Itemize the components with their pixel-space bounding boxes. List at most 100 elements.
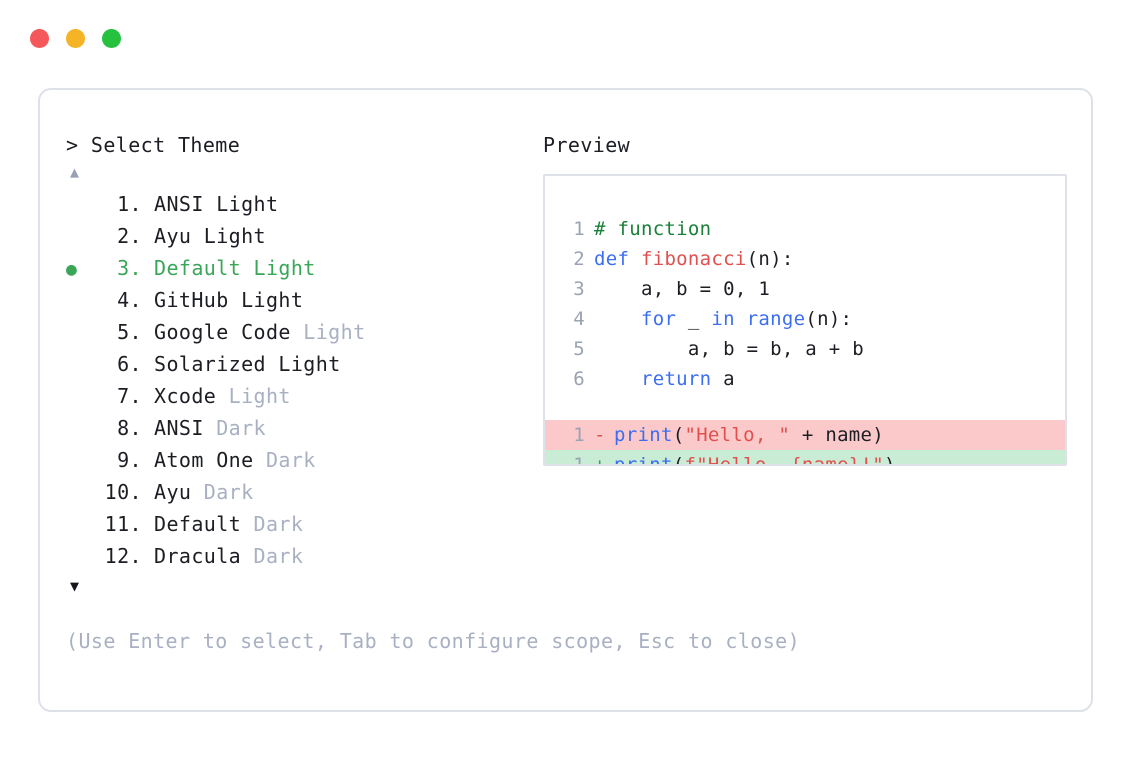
code-line-number: 6 [573, 368, 585, 390]
scroll-down-icon[interactable]: ▼ [70, 577, 80, 595]
diff-line-del: 1-print("Hello, " + name) [545, 420, 1065, 450]
code-token-plain: ) [884, 454, 896, 466]
code-token-plain: a, b = b, a + b [594, 338, 864, 360]
code-token-plain: + name) [790, 424, 885, 446]
code-line-number: 4 [573, 308, 585, 330]
code-line-content: a, b = b, a + b [594, 334, 864, 364]
code-token-func: fibonacci [640, 248, 747, 270]
close-window-icon[interactable] [30, 29, 49, 48]
preview-label: Preview [543, 133, 631, 157]
theme-list-item[interactable]: 10.Ayu Dark [66, 476, 546, 508]
theme-list-item[interactable]: 11. Default Dark [66, 508, 546, 540]
theme-item-name: GitHub Light [154, 288, 304, 312]
code-line-content: # function [594, 214, 711, 244]
code-line: 3 a, b = 0, 1 [563, 274, 1065, 304]
code-line-content: def fibonacci(n): [594, 244, 794, 274]
code-token-plain: _ [676, 308, 712, 330]
code-line: 5 a, b = b, a + b [563, 334, 1065, 364]
code-line-number: 2 [573, 248, 585, 270]
theme-item-variant: Light [203, 192, 279, 216]
theme-list-item[interactable]: 2.Ayu Light [66, 220, 546, 252]
theme-list-item[interactable]: 7.Xcode Light [66, 380, 546, 412]
code-line: 2 def fibonacci(n): [563, 244, 1065, 274]
theme-item-variant: Dark [241, 544, 304, 568]
code-token-plain: (n): [746, 248, 794, 270]
theme-item-name: Ayu Light [154, 224, 266, 248]
theme-list-item[interactable]: 6. Solarized Light [66, 348, 546, 380]
theme-item-number: 4. [117, 288, 142, 312]
code-token-plain: a, b = 0, 1 [594, 278, 771, 300]
diff-plus-icon: + [594, 454, 606, 466]
theme-item-variant: Light [228, 288, 304, 312]
code-line-content: for _ in range(n): [594, 304, 852, 334]
code-line-number: 3 [573, 278, 585, 300]
code-line-number: 5 [573, 338, 585, 360]
theme-item-name: Atom One Dark [154, 448, 316, 472]
maximize-window-icon[interactable] [102, 29, 121, 48]
code-line-content: a, b = 0, 1 [594, 274, 770, 304]
theme-item-name: ANSI Dark [154, 416, 266, 440]
diff-line-content: print("Hello, " + name) [614, 420, 884, 450]
theme-item-variant: Light [191, 224, 266, 248]
minimize-window-icon[interactable] [66, 29, 85, 48]
theme-item-number: 8. [117, 416, 142, 440]
diff-line-number: 1 [573, 424, 585, 446]
window-titlebar [30, 29, 121, 48]
code-token-plain [735, 308, 747, 330]
code-token-plain [594, 308, 641, 330]
keyboard-hint: (Use Enter to select, Tab to configure s… [66, 629, 801, 653]
code-token-builtin: print [614, 424, 673, 446]
theme-list-item[interactable]: 8. ANSI Dark [66, 412, 546, 444]
theme-item-number: 1. [117, 192, 142, 216]
theme-item-name: Default Dark [154, 512, 304, 536]
code-token-keyword: def [594, 248, 641, 270]
theme-list-item[interactable]: 5.Google Code Light [66, 316, 546, 348]
theme-item-variant: Light [290, 320, 366, 344]
theme-item-variant: Dark [253, 448, 316, 472]
theme-item-variant: Light [241, 256, 316, 280]
diff-line-number: 1 [573, 454, 585, 466]
page-title: > Select Theme [66, 133, 241, 157]
code-line-number: 1 [573, 218, 585, 240]
code-token-plain: ( [672, 454, 685, 466]
code-line: 4 for _ in range(n): [563, 304, 1065, 334]
code-token-plain: ( [672, 424, 685, 446]
code-token-keyword: return [640, 368, 712, 390]
code-token-string: f"Hello, {name}!" [684, 454, 885, 466]
code-token-builtin: range [746, 308, 806, 330]
theme-item-name: Solarized Light [154, 352, 341, 376]
code-line: 1 # function [563, 214, 1065, 244]
theme-item-name: Dracula Dark [154, 544, 304, 568]
diff-sample: 1-print("Hello, " + name)1+print(f"Hello… [545, 420, 1065, 466]
theme-item-number: 10. [104, 480, 142, 504]
diff-minus-icon: - [594, 424, 606, 446]
theme-item-number: 3. [117, 256, 142, 280]
theme-item-variant: Dark [203, 416, 266, 440]
theme-item-name: Google Code Light [154, 320, 366, 344]
theme-list-item[interactable]: ● 3. Default Light [66, 252, 546, 284]
theme-item-number: 6. [117, 352, 142, 376]
code-token-string: "Hello, " [684, 424, 791, 446]
theme-list-item[interactable]: 4. GitHub Light [66, 284, 546, 316]
theme-item-name: Xcode Light [154, 384, 291, 408]
theme-item-variant: Light [216, 384, 291, 408]
theme-item-variant: Dark [191, 480, 254, 504]
theme-list-item[interactable]: 1.ANSI Light [66, 188, 546, 220]
code-token-plain: a [711, 368, 735, 390]
code-token-comment: # function [594, 218, 712, 240]
theme-list-item[interactable]: 9.Atom One Dark [66, 444, 546, 476]
theme-list-item[interactable]: 12.Dracula Dark [66, 540, 546, 572]
theme-item-number: 11. [104, 512, 142, 536]
scroll-up-icon[interactable]: ▲ [70, 163, 80, 181]
diff-line-content: print(f"Hello, {name}!") [614, 450, 896, 466]
theme-item-variant: Dark [241, 512, 304, 536]
code-line-content: return a [594, 364, 735, 394]
code-token-builtin: print [614, 454, 673, 466]
theme-item-name: Default Light [154, 256, 316, 280]
selected-bullet-icon: ● [66, 259, 78, 280]
